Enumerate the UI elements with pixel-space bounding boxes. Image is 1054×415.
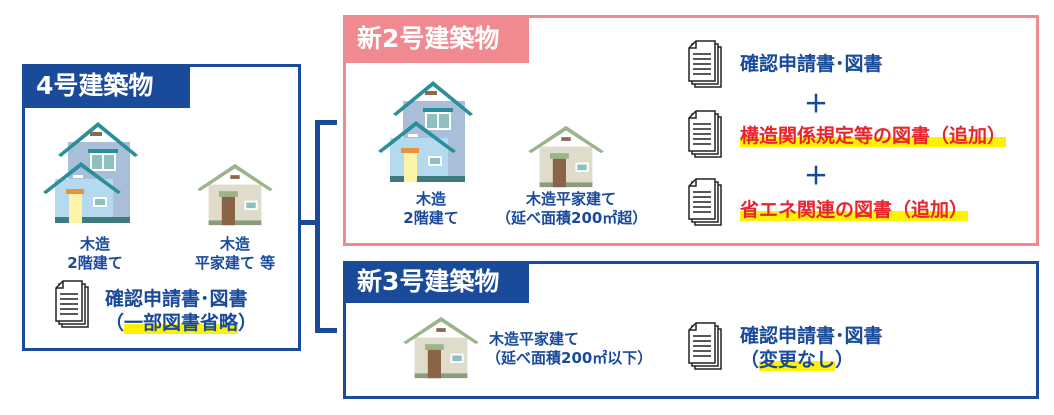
caption-line: 2階建て [67, 254, 123, 272]
new-3-building-panel: 新3号建築物 木造平家建て（延べ面積200㎡以下） 確認申請書･図書（変更なし） [343, 261, 1039, 399]
caption-line: （延べ面積200㎡超） [496, 209, 648, 227]
doc-energy: 省エネ関連の図書（追加） [740, 198, 969, 222]
doc-energy-text: 省エネ関連の図書（追加） [740, 199, 969, 221]
caption-line: 木造平家建て [489, 330, 580, 348]
document-icon [688, 40, 722, 88]
document-icon [55, 280, 89, 328]
one-story-house-icon [526, 123, 606, 189]
paren: ） [835, 349, 855, 371]
one-story-house-icon [401, 314, 481, 380]
paren: （ [740, 349, 760, 371]
caption-line: （延べ面積200㎡以下） [486, 349, 653, 367]
doc-basic: 確認申請書･図書 [740, 53, 883, 75]
connector-top [315, 120, 337, 125]
docs-text: 確認申請書･図書 [740, 325, 883, 347]
doc-structural: 構造関係規定等の図書（追加） [740, 124, 1007, 148]
connector-bottom [315, 328, 337, 333]
doc-structural-text: 構造関係規定等の図書（追加） [740, 125, 1007, 147]
two-story-house-icon [378, 76, 478, 186]
document-icon [688, 322, 722, 370]
document-icon [688, 110, 722, 158]
plus-sign: ＋ [804, 90, 828, 118]
document-icon [688, 178, 722, 226]
connector-bracket [315, 120, 320, 333]
plus-sign: ＋ [804, 162, 828, 190]
house-caption: 木造平家建て（延べ面積200㎡超） [496, 190, 648, 228]
documents-label: 確認申請書･図書（一部図書省略） [105, 287, 257, 335]
documents-label: 確認申請書･図書（変更なし） [740, 324, 883, 372]
paren: （ [105, 312, 125, 334]
docs-note-text: 一部図書省略 [124, 312, 239, 334]
panel-title: 新2号建築物 [343, 15, 529, 63]
caption-line: 木造平家建て [525, 190, 616, 208]
caption-line: 2階建て [403, 209, 459, 227]
docs-text: 確認申請書･図書 [105, 288, 248, 310]
caption-line: 木造 [79, 235, 110, 253]
panel-title: 新3号建築物 [343, 261, 529, 303]
docs-note-text: 変更なし [759, 349, 836, 371]
paren: ） [238, 312, 258, 334]
panel-title: 4号建築物 [22, 64, 190, 108]
two-story-house-icon [43, 117, 143, 227]
house-caption: 木造平家建て 等 [175, 235, 295, 273]
caption-line: 木造 [219, 235, 250, 253]
connector-stem [300, 220, 318, 225]
house-caption: 木造平家建て（延べ面積200㎡以下） [486, 330, 652, 368]
one-story-house-icon [195, 161, 275, 227]
caption-line: 木造 [415, 190, 446, 208]
caption-line: 平家建て 等 [194, 254, 276, 272]
docs-note: （変更なし） [740, 348, 883, 372]
docs-note: （一部図書省略） [105, 311, 257, 335]
